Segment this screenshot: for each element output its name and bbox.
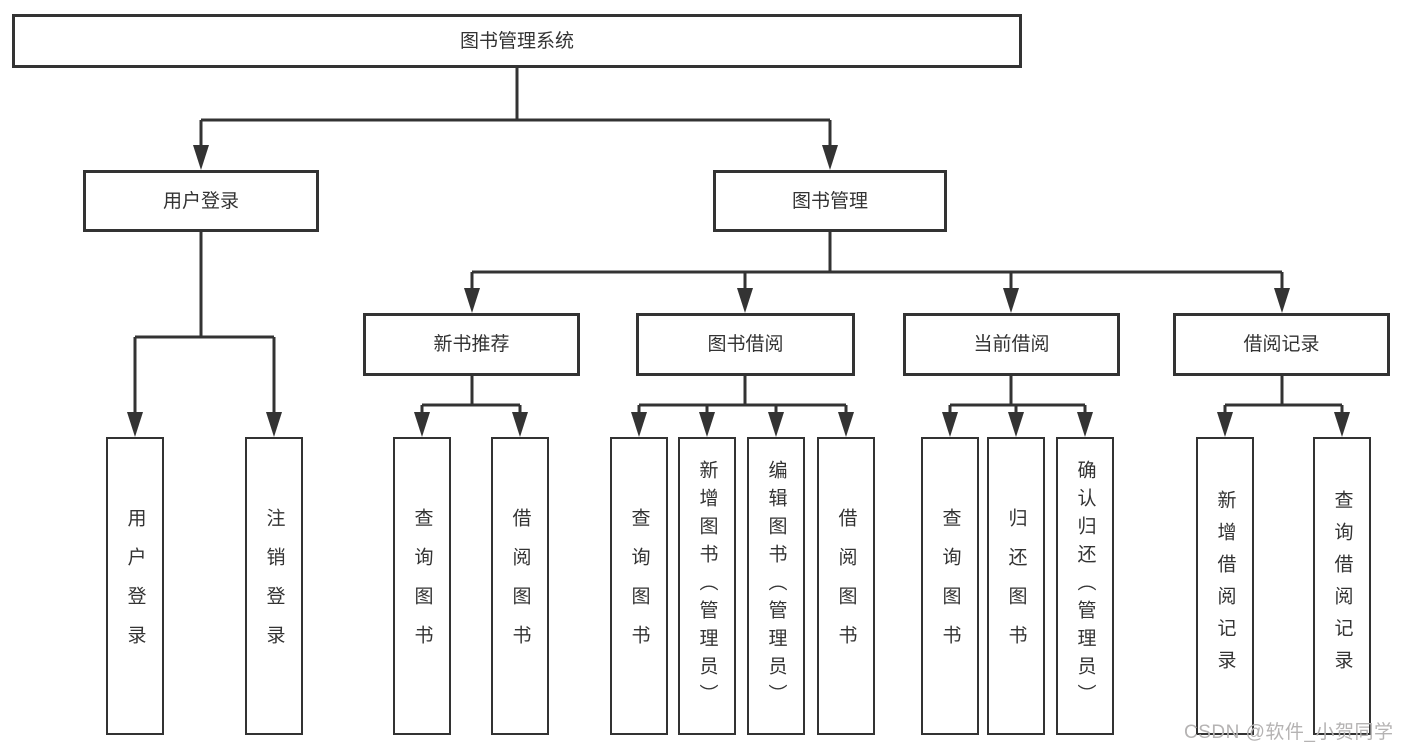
leaf-borrow-books-1: 借阅图书 [491, 437, 549, 735]
node-new-book-recommend: 新书推荐 [363, 313, 580, 376]
leaf-logout-label: 注销登录 [263, 508, 285, 664]
arrowhead-icon [512, 412, 528, 437]
node-borrowing-records: 借阅记录 [1173, 313, 1390, 376]
arrowhead-icon [1274, 288, 1290, 313]
arrowhead-icon [699, 412, 715, 437]
arrowhead-icon [1077, 412, 1093, 437]
leaf-query-books-1: 查询图书 [393, 437, 451, 735]
node-book-borrowing: 图书借阅 [636, 313, 855, 376]
arrowhead-icon [1217, 412, 1233, 437]
leaf-query-books-3-label: 查询图书 [939, 508, 961, 664]
leaf-edit-books: 编辑图书（管理员） [747, 437, 805, 735]
node-current-borrowing: 当前借阅 [903, 313, 1120, 376]
leaf-add-books: 新增图书（管理员） [678, 437, 736, 735]
arrowhead-icon [1008, 412, 1024, 437]
leaf-add-borrow-record-label: 新增借阅记录 [1214, 490, 1236, 682]
leaf-query-borrow-record-label: 查询借阅记录 [1331, 490, 1353, 682]
node-root-label: 图书管理系统 [459, 30, 574, 52]
arrowhead-icon [464, 288, 480, 313]
arrowhead-icon [1003, 288, 1019, 313]
leaf-logout: 注销登录 [245, 437, 303, 735]
arrowhead-icon [768, 412, 784, 437]
node-borrowing-records-label: 借阅记录 [1243, 334, 1320, 355]
node-root: 图书管理系统 [12, 14, 1022, 68]
node-book-management-label: 图书管理 [791, 190, 868, 212]
node-book-borrowing-label: 图书借阅 [707, 334, 784, 355]
leaf-query-borrow-record: 查询借阅记录 [1313, 437, 1371, 735]
arrowhead-icon [737, 288, 753, 313]
csdn-watermark: CSDN @软件_小贺同学 [1184, 722, 1394, 743]
arrowhead-icon [414, 412, 430, 437]
leaf-return-books: 归还图书 [987, 437, 1045, 735]
arrowhead-icon [838, 412, 854, 437]
arrowhead-icon [266, 412, 282, 437]
arrowhead-icon [127, 412, 143, 437]
leaf-query-books-1-label: 查询图书 [411, 508, 433, 664]
leaf-query-books-3: 查询图书 [921, 437, 979, 735]
leaf-borrow-books-2-label: 借阅图书 [835, 508, 857, 664]
leaf-query-books-2-label: 查询图书 [628, 508, 650, 664]
node-new-book-recommend-label: 新书推荐 [433, 334, 510, 355]
leaf-add-borrow-record: 新增借阅记录 [1196, 437, 1254, 735]
arrowhead-icon [631, 412, 647, 437]
arrowhead-icon [942, 412, 958, 437]
arrowhead-icon [822, 145, 838, 170]
node-user-login-label: 用户登录 [162, 190, 239, 212]
leaf-add-books-label: 新增图书（管理员） [696, 460, 718, 712]
node-user-login: 用户登录 [83, 170, 319, 232]
leaf-confirm-return-label: 确认归还（管理员） [1074, 460, 1096, 712]
arrowhead-icon [193, 145, 209, 170]
leaf-borrow-books-1-label: 借阅图书 [509, 508, 531, 664]
leaf-edit-books-label: 编辑图书（管理员） [765, 460, 787, 712]
leaf-borrow-books-2: 借阅图书 [817, 437, 875, 735]
node-book-management: 图书管理 [713, 170, 947, 232]
leaf-query-books-2: 查询图书 [610, 437, 668, 735]
leaf-return-books-label: 归还图书 [1005, 508, 1027, 664]
arrowhead-icon [1334, 412, 1350, 437]
leaf-confirm-return: 确认归还（管理员） [1056, 437, 1114, 735]
leaf-user-login: 用户登录 [106, 437, 164, 735]
node-current-borrowing-label: 当前借阅 [973, 334, 1050, 355]
leaf-user-login-label: 用户登录 [124, 508, 146, 664]
